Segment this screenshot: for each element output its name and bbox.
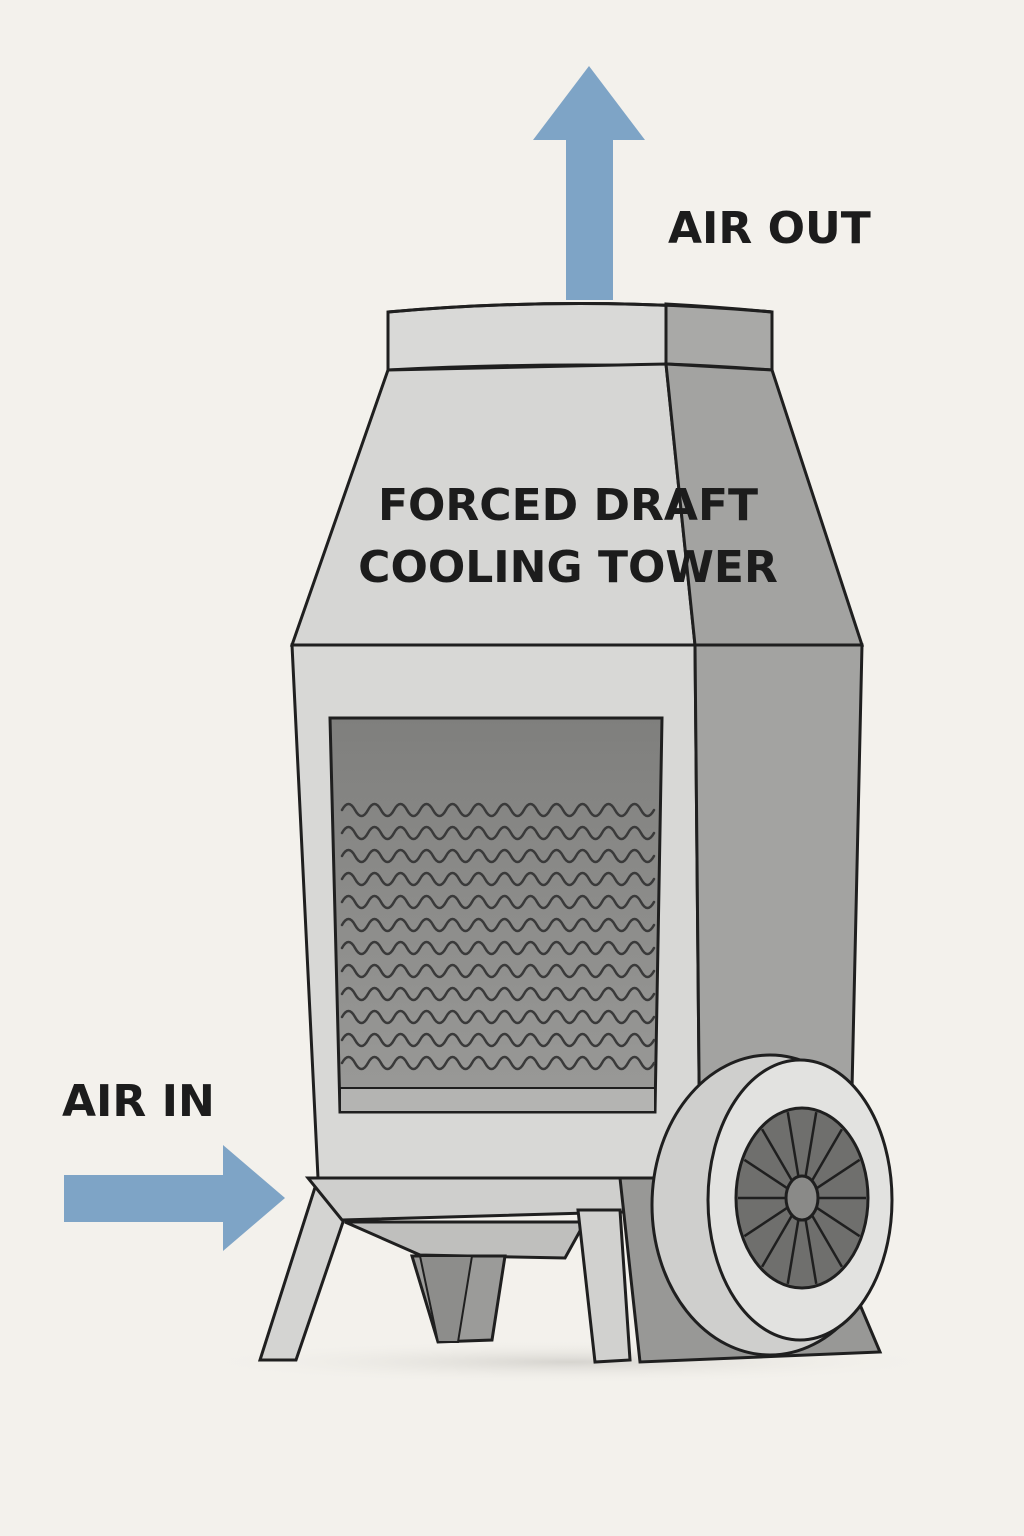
fill-media-wave-line	[340, 1055, 656, 1071]
fan-blade	[786, 1219, 800, 1284]
fan-blades	[738, 1112, 866, 1284]
fill-media-wave-line	[340, 963, 656, 979]
fill-media-wave-line	[340, 802, 656, 818]
fan-blade	[815, 1158, 861, 1190]
air-in-arrow	[64, 1145, 285, 1251]
fill-media-wave-line	[340, 894, 656, 910]
fan-blade	[743, 1158, 789, 1190]
tower-title-line1: FORCED DRAFT	[378, 480, 758, 531]
fill-media-wave-line	[340, 917, 656, 933]
fan-blade	[810, 1128, 843, 1182]
fill-media-wave-line	[340, 1009, 656, 1025]
fan-blade	[761, 1128, 794, 1182]
air-in-label: AIR IN	[62, 1076, 215, 1127]
fill-media-wave-line	[340, 1032, 656, 1048]
draft-fan	[650, 1053, 894, 1357]
fan-blade	[815, 1206, 861, 1238]
fill-media-wave-line	[340, 986, 656, 1002]
fill-media-wave-line	[340, 848, 656, 864]
tower-top-collar	[386, 302, 774, 372]
fill-media-waves	[340, 802, 656, 1071]
tower-tapered-section	[289, 362, 865, 647]
fan-blade	[804, 1219, 818, 1284]
fill-media-window	[328, 716, 664, 1114]
fill-media-wave-line	[340, 940, 656, 956]
fan-blade	[761, 1214, 794, 1268]
fan-blade	[743, 1206, 789, 1238]
fill-media-wave-line	[340, 825, 656, 841]
fill-media-wave-line	[340, 871, 656, 887]
fan-blade	[786, 1112, 800, 1177]
fan-blade	[810, 1214, 843, 1268]
air-out-arrow	[533, 66, 645, 300]
tower-title-line2: COOLING TOWER	[358, 542, 778, 593]
air-out-label: AIR OUT	[668, 203, 871, 254]
fan-blade	[804, 1112, 818, 1177]
